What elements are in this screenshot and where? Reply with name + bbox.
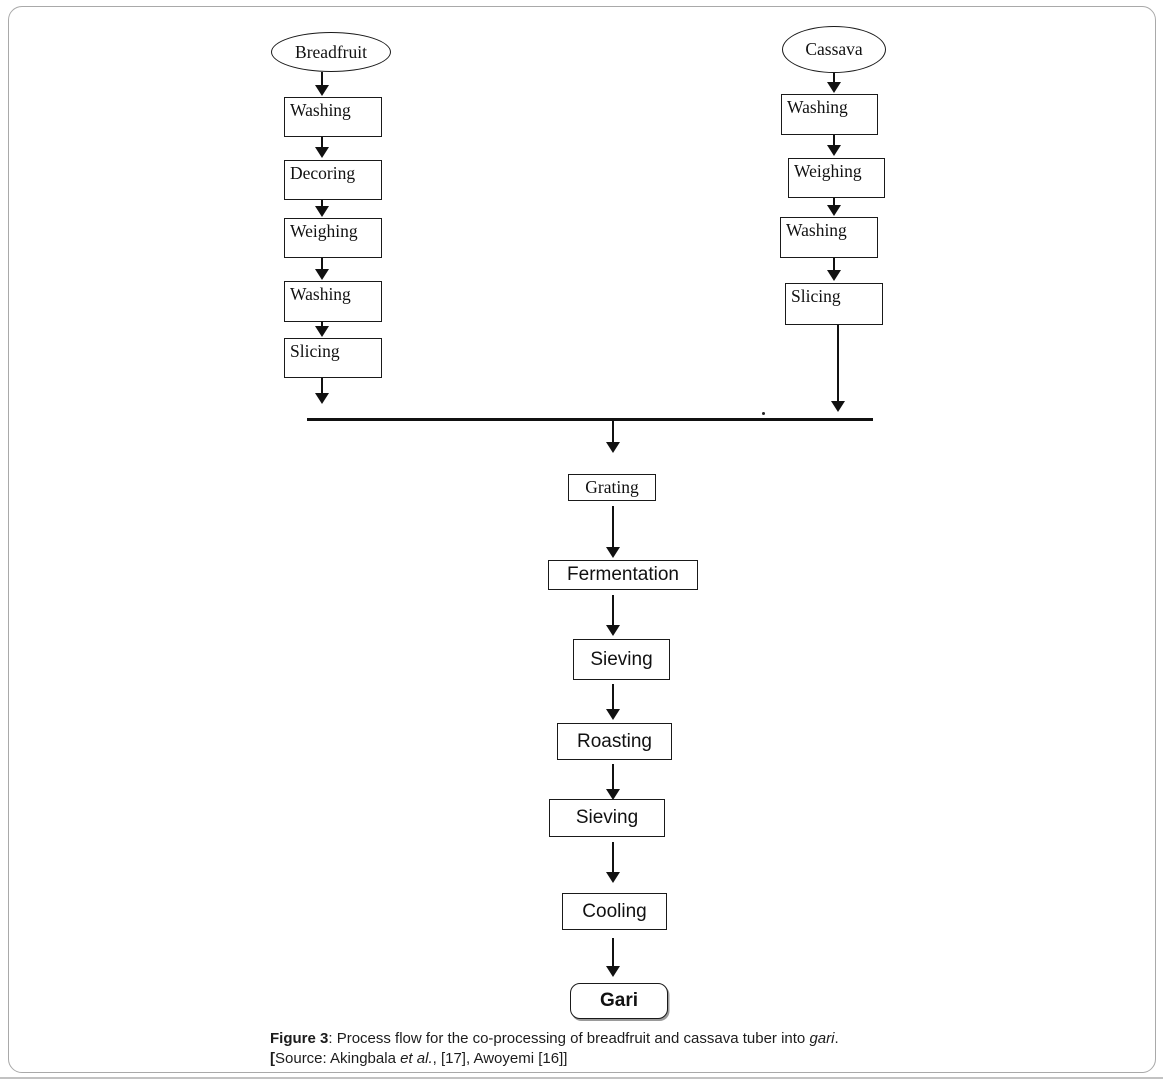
arrow-down-icon — [315, 321, 329, 337]
step-label: Slicing — [290, 341, 340, 361]
step-label: Washing — [290, 284, 351, 304]
step-label: Roasting — [577, 730, 652, 752]
left-step-slicing: Slicing — [284, 338, 382, 378]
step-label: Decoring — [290, 163, 356, 183]
arrow-down-icon — [315, 72, 329, 96]
main-step-sieving-1: Sieving — [573, 639, 670, 680]
arrow-down-icon — [315, 378, 329, 404]
step-label: Sieving — [575, 807, 639, 828]
step-label: Washing — [786, 220, 847, 240]
caption-text: : Process flow for the co-processing of … — [328, 1030, 810, 1047]
arrow-down-icon — [315, 137, 329, 158]
arrow-down-icon — [315, 258, 329, 280]
terminator-cassava-label: Cassava — [805, 39, 863, 59]
arrow-down-icon — [606, 421, 620, 453]
arrow-down-icon — [606, 842, 620, 883]
main-step-grating: Grating — [568, 474, 656, 501]
arrow-down-icon — [606, 595, 620, 636]
source-text-end: , [17], Awoyemi [16]] — [432, 1050, 568, 1067]
right-step-slicing: Slicing — [785, 283, 883, 325]
step-label: Slicing — [791, 286, 841, 306]
final-product-label: Gari — [599, 990, 639, 1011]
source-text: Source: Akingbala — [275, 1050, 401, 1067]
left-step-decoring: Decoring — [284, 160, 382, 200]
source-open-bracket: [ — [270, 1050, 275, 1067]
step-label: Weighing — [794, 161, 862, 181]
arrow-down-icon — [315, 200, 329, 217]
terminator-gari: Gari — [570, 983, 668, 1019]
arrow-down-icon — [827, 198, 841, 216]
left-step-weighing: Weighing — [284, 218, 382, 258]
step-label: Grating — [585, 477, 639, 498]
caption-line-1: Figure 3: Process flow for the co-proces… — [270, 1029, 970, 1049]
arrow-down-icon — [606, 506, 620, 558]
main-step-fermentation: Fermentation — [548, 560, 698, 590]
step-label: Sieving — [590, 648, 653, 670]
right-step-weighing: Weighing — [788, 158, 885, 198]
merge-line — [307, 418, 873, 421]
left-step-washing-1: Washing — [284, 97, 382, 137]
right-step-washing-2: Washing — [780, 217, 878, 258]
main-step-roasting: Roasting — [557, 723, 672, 760]
arrow-down-icon — [827, 135, 841, 156]
page-frame — [8, 6, 1156, 1073]
page-bottom-shadow — [0, 1077, 1163, 1079]
stray-dot — [762, 412, 765, 415]
main-step-cooling: Cooling — [562, 893, 667, 930]
step-label: Washing — [787, 97, 848, 117]
figure-caption: Figure 3: Process flow for the co-proces… — [270, 1029, 970, 1069]
step-label: Cooling — [582, 900, 647, 922]
terminator-breadfruit-label: Breadfruit — [295, 41, 367, 62]
arrow-down-icon — [606, 938, 620, 977]
terminator-breadfruit: Breadfruit — [271, 32, 391, 72]
arrow-down-icon — [827, 73, 841, 93]
terminator-cassava: Cassava — [782, 26, 886, 73]
figure-number: Figure 3 — [270, 1030, 329, 1047]
caption-italic-word: gari — [809, 1030, 835, 1047]
caption-source-line: [Source: Akingbala et al., [17], Awoyemi… — [270, 1049, 970, 1069]
left-step-washing-2: Washing — [284, 281, 382, 322]
source-et-al: et al. — [400, 1050, 433, 1067]
caption-period: . — [834, 1030, 839, 1047]
arrow-down-icon — [606, 764, 620, 800]
main-step-sieving-2: Sieving — [549, 799, 665, 837]
step-label: Weighing — [290, 221, 358, 241]
step-label: Washing — [290, 100, 351, 120]
arrow-down-icon — [606, 684, 620, 720]
right-step-washing-1: Washing — [781, 94, 878, 135]
arrow-down-icon — [831, 325, 845, 412]
step-label: Fermentation — [567, 564, 679, 585]
arrow-down-icon — [827, 258, 841, 281]
